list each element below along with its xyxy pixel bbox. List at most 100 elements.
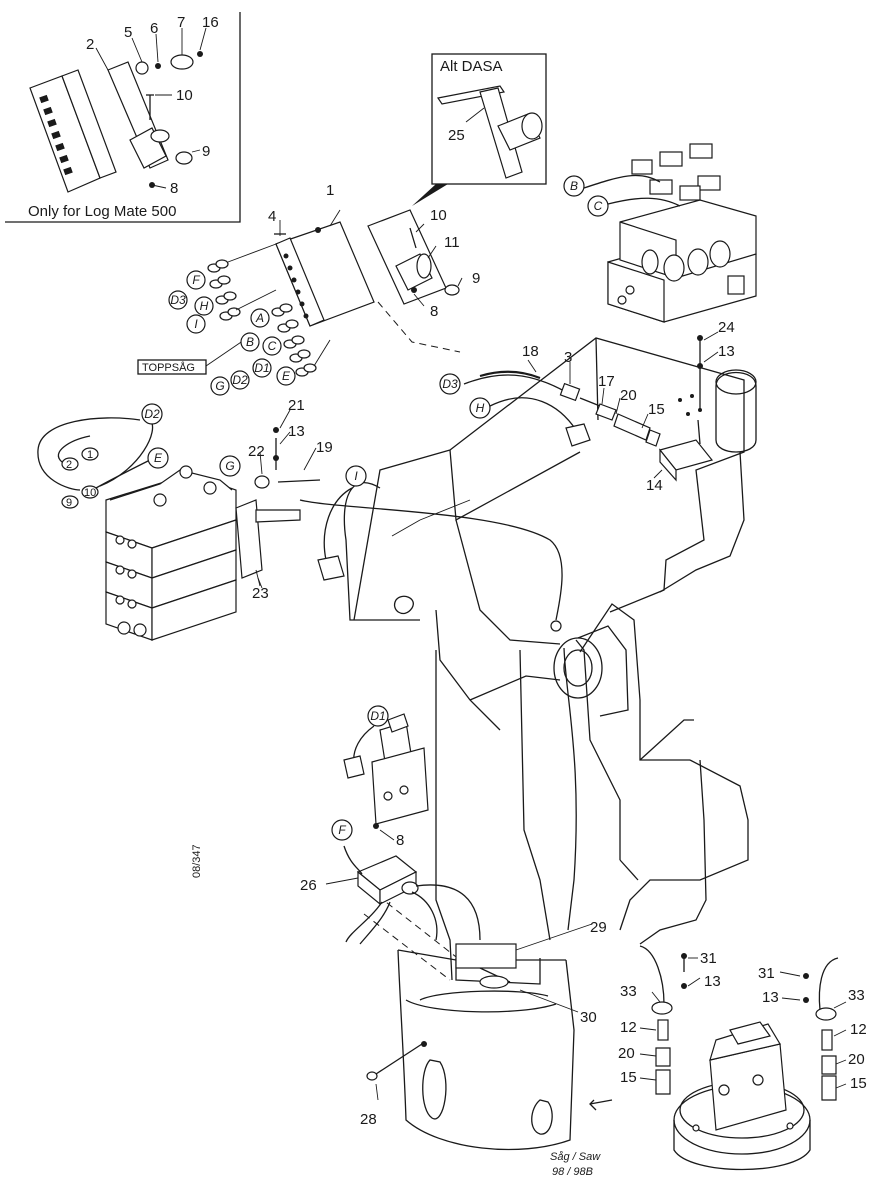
label-28: 28: [360, 1111, 377, 1128]
svg-text:B: B: [246, 335, 254, 349]
connector-I-top: I: [186, 314, 206, 334]
connector-B-right: B: [563, 175, 585, 197]
label-8-mid: 8: [396, 832, 404, 849]
label-10: 10: [430, 207, 447, 224]
svg-text:D1: D1: [370, 709, 385, 723]
label-20-right: 20: [848, 1051, 865, 1068]
label-3: 3: [564, 349, 572, 366]
pin-1: 1: [87, 449, 93, 461]
svg-text:D2: D2: [232, 373, 248, 387]
inset-label-16: 16: [202, 14, 219, 31]
label-13-right: 13: [762, 989, 779, 1006]
svg-text:A: A: [255, 311, 264, 325]
svg-text:H: H: [200, 299, 209, 313]
connector-E: E: [147, 447, 169, 469]
label-19: 19: [316, 439, 333, 456]
topp-label: TOPPSÅG: [142, 361, 195, 374]
svg-text:D3: D3: [442, 377, 458, 391]
label-8-top: 8: [430, 303, 438, 320]
label-23: 23: [252, 585, 269, 602]
label-1: 1: [326, 182, 334, 199]
connector-D2-top: D2: [230, 370, 250, 390]
svg-text:9: 9: [66, 497, 72, 509]
label-20-left: 20: [618, 1045, 635, 1062]
label-31-right: 31: [758, 965, 775, 982]
svg-text:G: G: [215, 379, 224, 393]
svg-text:C: C: [594, 199, 603, 213]
connector-E-top: E: [276, 366, 296, 386]
svg-text:D1: D1: [254, 361, 269, 375]
inset-label-5: 5: [124, 24, 132, 41]
inset-dasa: Alt DASA 25: [412, 53, 547, 206]
label-24: 24: [718, 319, 735, 336]
inset-label-8: 8: [170, 180, 178, 197]
label-18: 18: [522, 343, 539, 360]
label-15-left: 15: [620, 1069, 637, 1086]
label-11: 11: [444, 234, 460, 251]
connector-C: C: [262, 336, 282, 356]
connector-D1: D1: [252, 358, 272, 378]
inset-caption: Only for Log Mate 500: [28, 203, 176, 220]
connector-D3-top: D3: [168, 290, 188, 310]
label-15-right: 15: [850, 1075, 867, 1092]
drawing-code: 08/347: [191, 844, 203, 878]
saw-motor: [589, 1021, 811, 1171]
connector-B: B: [240, 332, 260, 352]
connector-F-top: F: [186, 270, 206, 290]
label-12-left: 12: [620, 1019, 637, 1036]
svg-text:E: E: [282, 369, 291, 383]
saw-label-line2: 98 / 98B: [552, 1166, 593, 1178]
svg-text:10: 10: [84, 487, 96, 499]
label-13-left: 13: [704, 973, 721, 990]
connector-C-right: C: [587, 195, 609, 217]
inset-log-mate: 2 5 6 7 16 10 9 8 Only for Log Mate 500: [5, 12, 241, 223]
svg-text:C: C: [268, 339, 277, 353]
pin-2: 2: [66, 459, 72, 471]
connector-G: G: [219, 455, 241, 477]
pin-10: 10: [84, 487, 96, 499]
pin-9: 9: [66, 497, 72, 509]
svg-text:E: E: [154, 451, 163, 465]
label-26: 26: [300, 877, 317, 894]
inset-label-9: 9: [202, 143, 210, 160]
label-22: 22: [248, 443, 265, 460]
label-33-left: 33: [620, 983, 637, 1000]
label-9: 9: [472, 270, 480, 287]
cables-center: [299, 335, 839, 1101]
label-13-top: 13: [718, 343, 735, 360]
inset-dasa-title: Alt DASA: [440, 58, 503, 75]
connector-I: I: [345, 465, 367, 487]
label-33-right: 33: [848, 987, 865, 1004]
svg-text:I: I: [354, 469, 358, 483]
label-17: 17: [598, 373, 615, 390]
label-12-right: 12: [850, 1021, 867, 1038]
valve-block-top-right: [583, 143, 757, 323]
connector-G-top: G: [210, 376, 230, 396]
inset-label-6: 6: [150, 20, 158, 37]
connector-D3: D3: [439, 373, 461, 395]
inset-label-7: 7: [177, 14, 185, 31]
label-30: 30: [580, 1009, 597, 1026]
svg-text:2: 2: [66, 459, 72, 471]
svg-text:F: F: [338, 823, 346, 837]
label-20-top: 20: [620, 387, 637, 404]
connector-F-lower: F: [331, 819, 353, 841]
svg-text:B: B: [570, 179, 578, 193]
lower-column: [363, 887, 575, 1151]
connector-D1-lower: D1: [367, 705, 389, 727]
label-14: 14: [646, 477, 663, 494]
label-31-left: 31: [700, 950, 717, 967]
control-box-assembly: TOPPSÅG: [137, 209, 463, 377]
main-frame: [343, 337, 757, 981]
svg-text:G: G: [225, 459, 234, 473]
dasa-label-25: 25: [448, 127, 465, 144]
label-21: 21: [288, 397, 305, 414]
label-15-top: 15: [648, 401, 665, 418]
svg-text:I: I: [194, 317, 198, 331]
label-4: 4: [268, 208, 276, 225]
svg-text:D3: D3: [170, 293, 186, 307]
svg-text:D2: D2: [144, 407, 160, 421]
label-13-mid: 13: [288, 423, 305, 440]
valve-bank-left: [37, 417, 321, 641]
